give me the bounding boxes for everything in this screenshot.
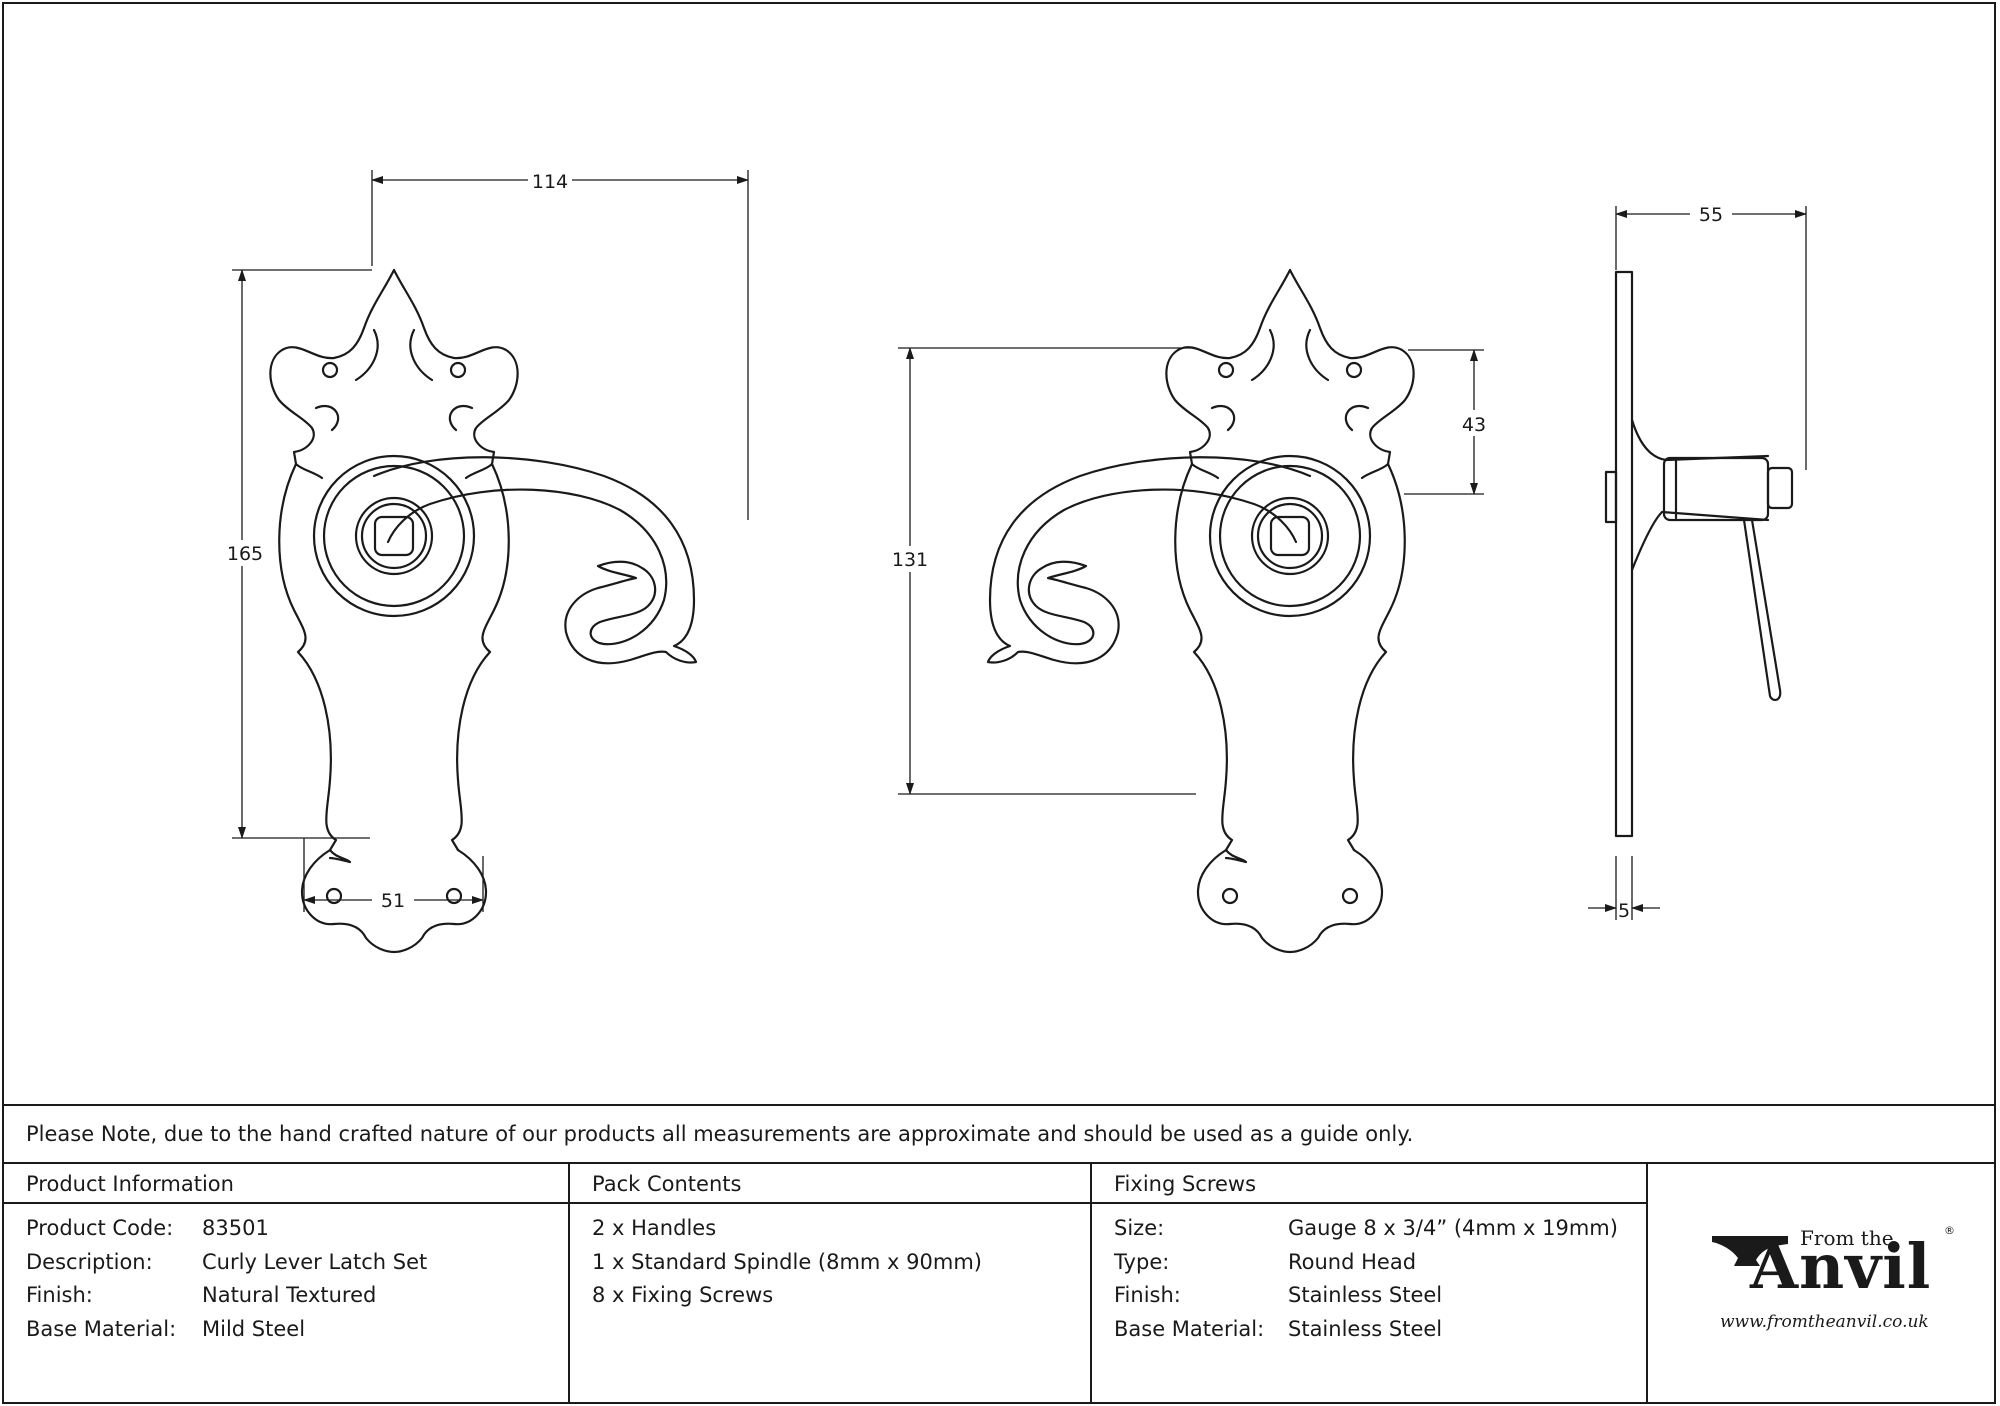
screw-finish-row: Finish: Stainless Steel xyxy=(1114,1283,1646,1317)
side-dimensions: 55 5 xyxy=(1588,202,1807,922)
technical-drawing: 114 165 51 131 43 xyxy=(220,168,1807,954)
product-code-row: Product Code: 83501 xyxy=(26,1216,568,1250)
logo-from-the: From the xyxy=(1800,1226,1894,1250)
dim-55: 55 xyxy=(1699,204,1723,226)
description-value: Curly Lever Latch Set xyxy=(202,1249,428,1274)
logo-anvil-wordmark: Anvil xyxy=(1750,1230,1932,1303)
row-label: Finish: xyxy=(1114,1283,1181,1307)
row-label: Type: xyxy=(1114,1249,1170,1274)
screw-type-value: Round Head xyxy=(1288,1249,1417,1274)
dim-51: 51 xyxy=(381,890,405,912)
row-label: Base Material: xyxy=(26,1316,177,1341)
base-material-row: Base Material: Mild Steel xyxy=(26,1317,568,1351)
from-the-anvil-logo: From the ® Anvil www.fromtheanvil.co.uk xyxy=(1710,1224,1955,1336)
product-code-value: 83501 xyxy=(202,1216,269,1240)
fixing-screws-heading: Fixing Screws xyxy=(1092,1164,1646,1204)
left-handle-view xyxy=(269,268,698,954)
description-row: Description: Curly Lever Latch Set xyxy=(26,1250,568,1284)
pack-item: 1 x Standard Spindle (8mm x 90mm) xyxy=(592,1249,982,1274)
row-label: Base Material: xyxy=(1114,1316,1265,1341)
product-information-heading: Product Information xyxy=(4,1164,568,1204)
pack-item: 2 x Handles xyxy=(592,1216,717,1240)
screw-finish-value: Stainless Steel xyxy=(1288,1283,1443,1307)
product-information-panel: Product Information Product Code: 83501 D… xyxy=(4,1164,570,1404)
pack-contents-heading: Pack Contents xyxy=(570,1164,1090,1204)
screw-type-row: Type: Round Head xyxy=(1114,1250,1646,1284)
dim-43: 43 xyxy=(1462,414,1486,436)
left-dimensions: 114 165 51 xyxy=(220,168,749,912)
side-view xyxy=(1604,270,1794,838)
middle-handle-view xyxy=(986,268,1415,954)
dim-165: 165 xyxy=(227,543,263,565)
screw-size-row: Size: Gauge 8 x 3/4” (4mm x 19mm) xyxy=(1114,1216,1646,1250)
row-label: Finish: xyxy=(26,1283,93,1307)
logo-registered-mark: ® xyxy=(1944,1224,1955,1237)
pack-contents-panel: Pack Contents 2 x Handles 1 x Standard S… xyxy=(570,1164,1092,1404)
logo-panel: From the ® Anvil www.fromtheanvil.co.uk xyxy=(1648,1164,1996,1404)
base-material-value: Mild Steel xyxy=(202,1316,306,1341)
pack-item: 8 x Fixing Screws xyxy=(592,1283,774,1307)
disclaimer-text: Please Note, due to the hand crafted nat… xyxy=(26,1122,1414,1146)
disclaimer-row: Please Note, due to the hand crafted nat… xyxy=(4,1104,1996,1164)
logo-url: www.fromtheanvil.co.uk xyxy=(1720,1312,1929,1332)
row-label: Product Code: xyxy=(26,1216,174,1240)
finish-value: Natural Textured xyxy=(202,1283,377,1307)
screw-base-material-row: Base Material: Stainless Steel xyxy=(1114,1317,1646,1351)
dim-114: 114 xyxy=(532,171,568,193)
anvil-icon xyxy=(1712,1236,1788,1266)
row-label: Size: xyxy=(1114,1216,1165,1240)
dim-131: 131 xyxy=(892,549,928,571)
screw-size-value: Gauge 8 x 3/4” (4mm x 19mm) xyxy=(1288,1216,1618,1240)
row-label: Description: xyxy=(26,1249,153,1274)
dim-5: 5 xyxy=(1618,900,1630,922)
middle-dimensions: 131 43 xyxy=(888,347,1492,795)
screw-base-material-value: Stainless Steel xyxy=(1288,1316,1443,1341)
finish-row: Finish: Natural Textured xyxy=(26,1283,568,1317)
fixing-screws-panel: Fixing Screws Size: Gauge 8 x 3/4” (4mm x… xyxy=(1092,1164,1648,1404)
